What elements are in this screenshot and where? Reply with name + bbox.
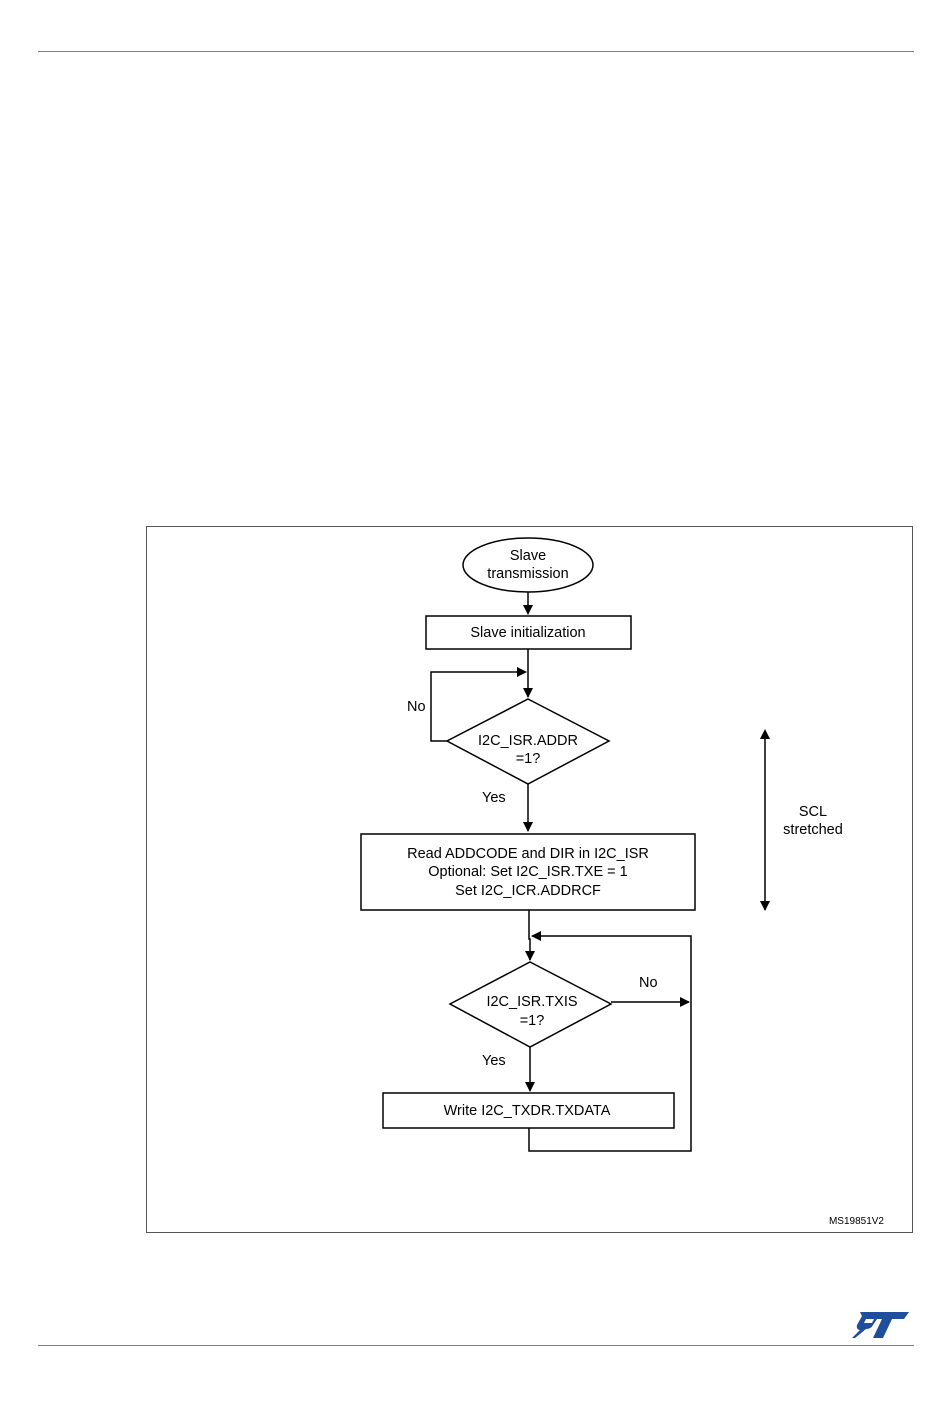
read-box-line1: Read ADDCODE and DIR in I2C_ISR [407, 846, 649, 862]
start-terminal [463, 538, 593, 592]
start-label-line1: Slave [510, 548, 546, 564]
read-box-line3: Set I2C_ICR.ADDRCF [455, 883, 601, 899]
txis-yes-label: Yes [482, 1053, 506, 1069]
addr-yes-label: Yes [482, 790, 506, 806]
txis-no-label: No [639, 975, 658, 991]
read-box-line2: Optional: Set I2C_ISR.TXE = 1 [428, 864, 627, 880]
scl-label-line2: stretched [783, 822, 843, 838]
start-label-line2: transmission [487, 566, 568, 582]
scl-label-line1: SCL [799, 804, 827, 820]
figure-code: MS19851V2 [829, 1216, 884, 1227]
addr-no-label: No [407, 699, 426, 715]
decision-txis-line1: I2C_ISR.TXIS [486, 994, 577, 1010]
write-box-label: Write I2C_TXDR.TXDATA [444, 1103, 611, 1119]
st-logo-icon [852, 1310, 910, 1340]
decision-txis-line2: =1? [520, 1013, 545, 1029]
decision-addr-line2: =1? [516, 751, 541, 767]
decision-addr-line1: I2C_ISR.ADDR [478, 733, 578, 749]
arrow-read-txis [529, 910, 530, 960]
init-label: Slave initialization [470, 625, 585, 641]
